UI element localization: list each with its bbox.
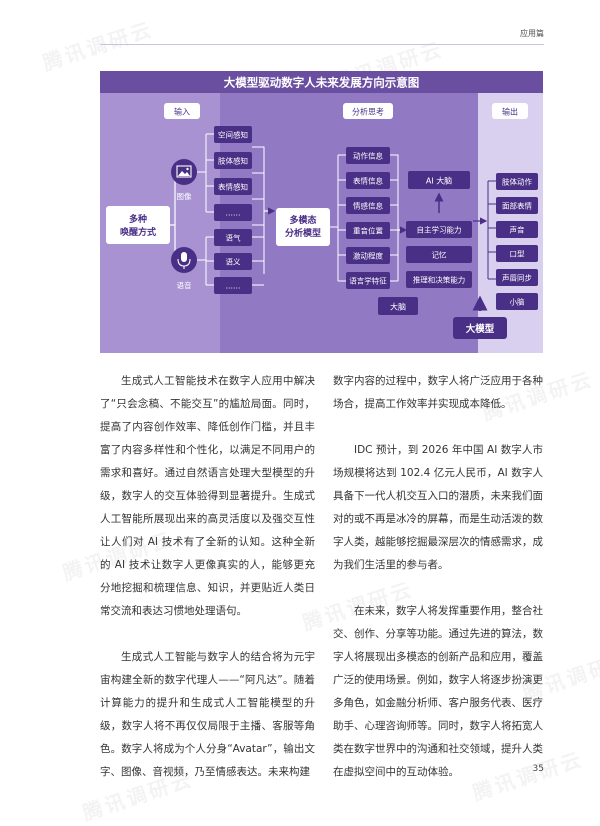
- brain-core-0-box: [406, 221, 472, 238]
- brain-box: [378, 297, 418, 315]
- analysis-item-4-box: [346, 247, 390, 264]
- output-5-label: 小脑: [510, 297, 525, 307]
- analysis-item-2-label: 情感信息: [353, 201, 383, 211]
- image-icon-bg: [171, 159, 197, 185]
- analysis-item-1-label: 表情信息: [353, 176, 383, 186]
- development-direction-diagram: 大模型驱动数字人未来发展方向示意图 输入 分析思考 输出 多种唤醒方式 图像 语…: [100, 71, 543, 353]
- image-percept-2-box: [214, 178, 252, 195]
- image-percept-1-label: 肢体感知: [218, 156, 248, 166]
- connector-model-analysis: [330, 154, 346, 282]
- body-column-left: 生成式人工智能技术在数字人应用中解决了“只会念稿、不能交互”的尴尬局面。同时，提…: [100, 370, 315, 807]
- image-percept-3-label: ……: [226, 209, 241, 218]
- col-header-output-label: 输出: [502, 107, 518, 117]
- large-model-box: [453, 317, 507, 339]
- image-percept-3-box: [214, 204, 252, 221]
- multimodal-model-box: [276, 208, 330, 246]
- image-percept-1-box: [214, 152, 252, 169]
- brain-core-1-box: [406, 246, 472, 263]
- output-4-box: [496, 269, 538, 286]
- header-divider: [100, 44, 544, 45]
- bracket-image: [197, 133, 214, 213]
- output-4-label: 声唇同步: [502, 273, 532, 283]
- image-percept-0-box: [214, 126, 252, 143]
- analysis-item-2-box: [346, 197, 390, 214]
- bracket-voice: [197, 236, 214, 286]
- analysis-item-0-box: [346, 147, 390, 164]
- voice-percept-0-label: 语气: [226, 233, 241, 243]
- section-tag: 应用篇: [520, 29, 544, 38]
- paragraph-left-1: 生成式人工智能技术在数字人应用中解决了“只会念稿、不能交互”的尴尬局面。同时，提…: [100, 375, 315, 617]
- col-header-analysis: [343, 103, 393, 119]
- brain-core-1-label: 记忆: [432, 250, 447, 260]
- wake-modes-box: [106, 206, 170, 244]
- analysis-item-5-box: [346, 272, 390, 289]
- output-1-box: [496, 197, 538, 214]
- body-column-right: 数字内容的过程中，数字人将广泛应用于各种场合，提高工作效率并实现成本降低。 ID…: [333, 370, 543, 807]
- multimodal-model-label: 多模态分析模型: [285, 214, 321, 239]
- voice-label: 语音: [177, 280, 192, 290]
- output-2-label: 声音: [510, 225, 525, 235]
- analysis-item-3-label: 重音位置: [353, 226, 383, 236]
- image-percept-2-label: 表情感知: [218, 182, 248, 192]
- col-header-output: [492, 103, 528, 119]
- paragraph-right-2: 在未来，数字人将发挥重要作用，整合社交、创作、分享等功能。通过先进的算法，数字人…: [333, 605, 543, 778]
- analysis-item-3-box: [346, 222, 390, 239]
- ai-brain-box: [408, 171, 470, 189]
- paragraph-left-2: 生成式人工智能与数字人的结合将为元宇宙构建全新的数字代理人——“阿凡达”。随着计…: [100, 651, 315, 778]
- page-number: 35: [532, 764, 544, 774]
- col-header-analysis-label: 分析思考: [352, 107, 384, 117]
- diagram-title-bar: [100, 71, 543, 93]
- brain-core-0-label: 自主学习能力: [417, 225, 462, 235]
- output-0-label: 肢体动作: [502, 177, 532, 187]
- connector-analysis-brain: [390, 154, 406, 282]
- voice-percept-1-label: 语义: [226, 257, 241, 267]
- voice-percept-0-box: [214, 229, 252, 246]
- image-percept-0-label: 空间感知: [218, 130, 248, 140]
- voice-percept-1-box: [214, 253, 252, 270]
- analysis-item-1-box: [346, 172, 390, 189]
- diagram-title: 大模型驱动数字人未来发展方向示意图: [224, 76, 420, 90]
- ai-brain-label: AI 大脑: [426, 176, 452, 186]
- brain-core-2-label: 推理和决策能力: [413, 275, 466, 285]
- output-3-box: [496, 245, 538, 262]
- voice-percept-2-box: [214, 277, 252, 294]
- output-5-box: [496, 293, 538, 310]
- wake-modes-label: 多种唤醒方式: [120, 213, 156, 238]
- microphone-icon: [177, 252, 191, 269]
- paragraph-right-0: 数字内容的过程中，数字人将广泛应用于各种场合，提高工作效率并实现成本降低。: [333, 375, 543, 410]
- analysis-item-0-label: 动作信息: [353, 151, 383, 161]
- brain-core-2-box: [406, 271, 472, 288]
- paragraph-right-1: IDC 预计，到 2026 年中国 AI 数字人市场规模将达到 102.4 亿元…: [333, 444, 543, 571]
- output-3-label: 口型: [510, 250, 525, 259]
- large-model-label: 大模型: [466, 323, 495, 335]
- col-header-input: [164, 103, 200, 119]
- col-header-input-label: 输入: [174, 107, 190, 117]
- analysis-item-5-label: 语言学特征: [349, 276, 387, 286]
- image-icon: [176, 165, 192, 178]
- image-label: 图像: [177, 191, 192, 201]
- connector-percepts-model: [252, 146, 274, 286]
- output-2-box: [496, 221, 538, 238]
- output-1-label: 面部表情: [502, 201, 532, 211]
- connector-brain-outputs: [487, 180, 496, 280]
- brain-label: 大脑: [390, 302, 406, 312]
- voice-percept-2-label: ……: [226, 282, 241, 291]
- output-0-box: [496, 173, 538, 190]
- analysis-item-4-label: 激动程度: [353, 251, 383, 261]
